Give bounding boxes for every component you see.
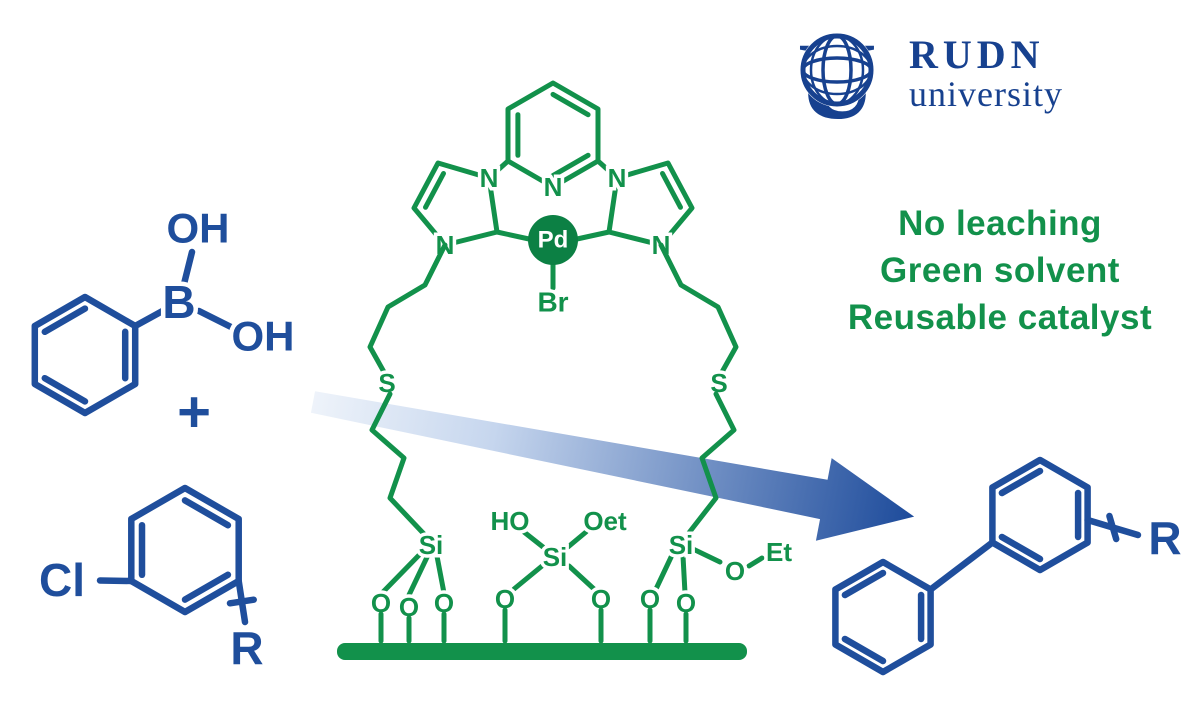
claims-text: No leaching Green solvent Reusable catal… [828,200,1172,341]
atom-label-ho: HO [491,506,530,536]
reaction-arrow [310,391,915,541]
atom-label-n-right-inner: N [608,163,627,193]
atom-label-br: Br [537,287,568,318]
boronic-acid-structure: B OH OH + [31,200,299,445]
atom-label-r-reactant: R [230,622,263,674]
plus-sign: + [177,380,211,445]
atom-label-boron: B [162,276,195,328]
logo-title: RUDN [909,32,1045,78]
pd-nhc-catalyst-structure: Pd Br N N N N N S S Si O O O [337,80,796,660]
logo-subtitle: university [909,74,1063,115]
silica-support-bar [337,643,747,660]
atom-label-n-left-inner: N [480,163,499,193]
pd-metal-center [528,215,578,265]
atom-label-si-center: Si [543,542,568,572]
biphenyl-product-structure: R [832,456,1186,676]
logo-wordmark: RUDN university [909,34,1063,114]
claim-line-3: Reusable catalyst [847,298,1153,337]
claim-line-2: Green solvent [880,251,1120,290]
atom-label-s-left: S [378,368,395,398]
atom-label-oh-top: OH [167,205,230,252]
atom-label-o: O [676,588,696,618]
claim-line-1: No leaching [898,204,1102,243]
atom-label-o: O [725,556,745,586]
atom-label-o: O [495,584,515,614]
atom-label-o: O [591,584,611,614]
atom-label-oet: Oet [583,506,627,536]
logo-globe-icon: U [797,20,876,128]
atom-label-si-left: Si [419,530,444,560]
atom-label-pd: Pd [538,227,569,254]
atom-label-oh-side: OH [232,313,295,360]
atom-label-s-right: S [710,368,727,398]
atom-label-n-pyridine: N [544,172,563,202]
atom-label-si-right: Si [669,530,694,560]
atom-label-cl: Cl [39,554,85,606]
atom-label-et: Et [766,537,792,567]
atom-label-r-product: R [1148,512,1181,564]
aryl-chloride-structure: Cl R [35,484,268,679]
rudn-logo: U RUDN university [780,20,1063,128]
